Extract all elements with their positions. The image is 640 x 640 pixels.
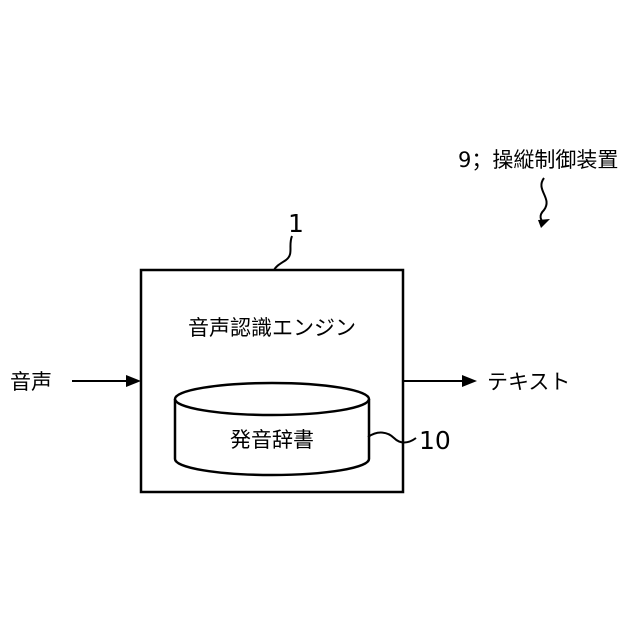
engine-title: 音声認識エンジン — [188, 316, 356, 340]
device-leader-arrowhead — [538, 219, 550, 228]
dictionary-label: 発音辞書 — [230, 428, 314, 452]
dictionary-ref-number: 10 — [419, 426, 451, 455]
engine-ref-number: 1 — [288, 209, 304, 238]
cylinder-top — [175, 383, 369, 415]
dictionary-leader-line — [368, 433, 416, 443]
output-label: テキスト — [487, 370, 570, 394]
input-label: 音声 — [10, 370, 52, 394]
output-arrowhead — [462, 375, 477, 387]
engine-leader-line — [274, 236, 292, 270]
input-arrowhead — [126, 375, 141, 387]
device-label: 9；操縦制御装置 — [458, 148, 618, 172]
device-leader-line — [541, 178, 547, 224]
